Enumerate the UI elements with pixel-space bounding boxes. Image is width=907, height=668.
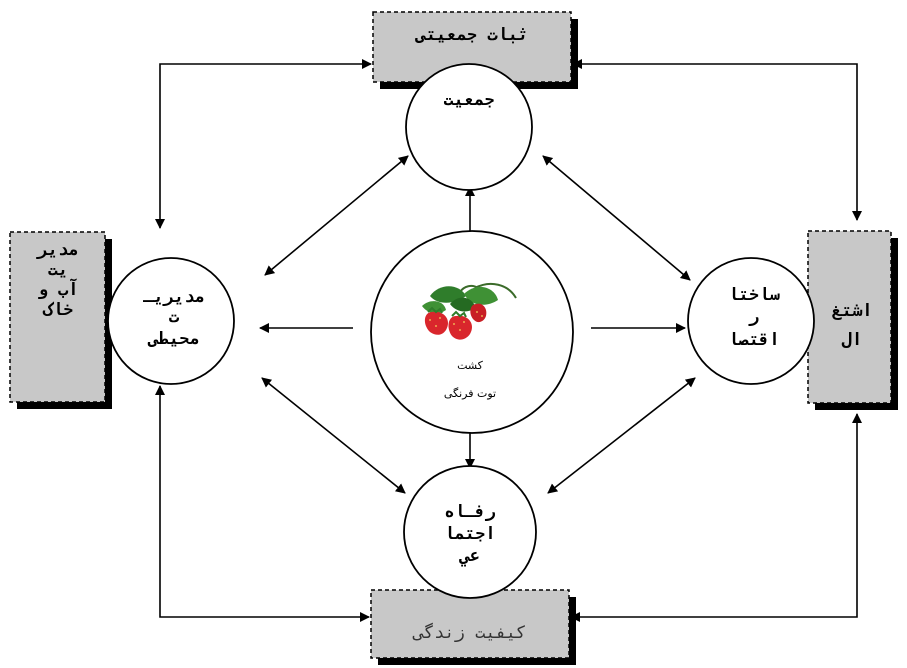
circle-right-line-3: اقتصا [728,330,779,350]
box-right-line-1: اشتغ [832,301,873,321]
arrow-right-to-bottom [547,377,696,494]
circle-left: مدیریـ ت محیطی [107,257,235,385]
circle-bottom: رفـاه اجتما عي [403,465,537,599]
arrow-left-to-bottom [261,377,406,494]
circle-left-line-1: مدیریـ [142,287,204,307]
circle-top-label: جمعیت [443,90,494,110]
circle-bottom-line-3: عي [459,546,480,567]
circle-right: ساختا ر اقتصا [687,257,815,385]
circle-top: جمعیت [405,63,533,191]
box-bottom: کیفیت زندگی [370,589,576,665]
box-right: اشتغ ال [807,230,898,410]
box-left-line-3: آب و [38,278,79,300]
box-left-line-2: یت [48,260,68,280]
circle-center: کشت توت فرنگی [370,230,574,434]
circle-bottom-line-2: اجتما [444,524,495,544]
circle-center-line-2: توت فرنگی [444,387,496,400]
circle-right-line-2: ر [748,307,759,327]
circle-right-line-1: ساختا [728,285,780,305]
circle-left-line-3: محیطی [147,329,199,349]
connector-bottom-left [155,385,370,622]
box-bottom-label: کیفیت زندگی [412,622,527,643]
box-top: ثبات جمعیتی [372,11,578,89]
circle-left-line-2: ت [169,307,180,327]
box-right-line-2: ال [841,330,862,350]
box-top-label: ثبات جمعیتی [415,25,529,45]
connector-bottom-right [570,413,862,622]
strawberry-icon [422,282,517,340]
box-left-line-4: خاک [43,300,74,320]
connector-top-right [572,59,862,221]
arrow-top-to-left [264,155,409,276]
connector-top-left [155,59,372,229]
box-left: مدیر یت آب و خاک [9,231,112,409]
circle-center-line-1: کشت [457,359,484,372]
box-left-line-1: مدیر [36,240,79,260]
circle-bottom-line-1: رفـاه [444,502,495,522]
arrow-top-to-right [542,155,691,281]
